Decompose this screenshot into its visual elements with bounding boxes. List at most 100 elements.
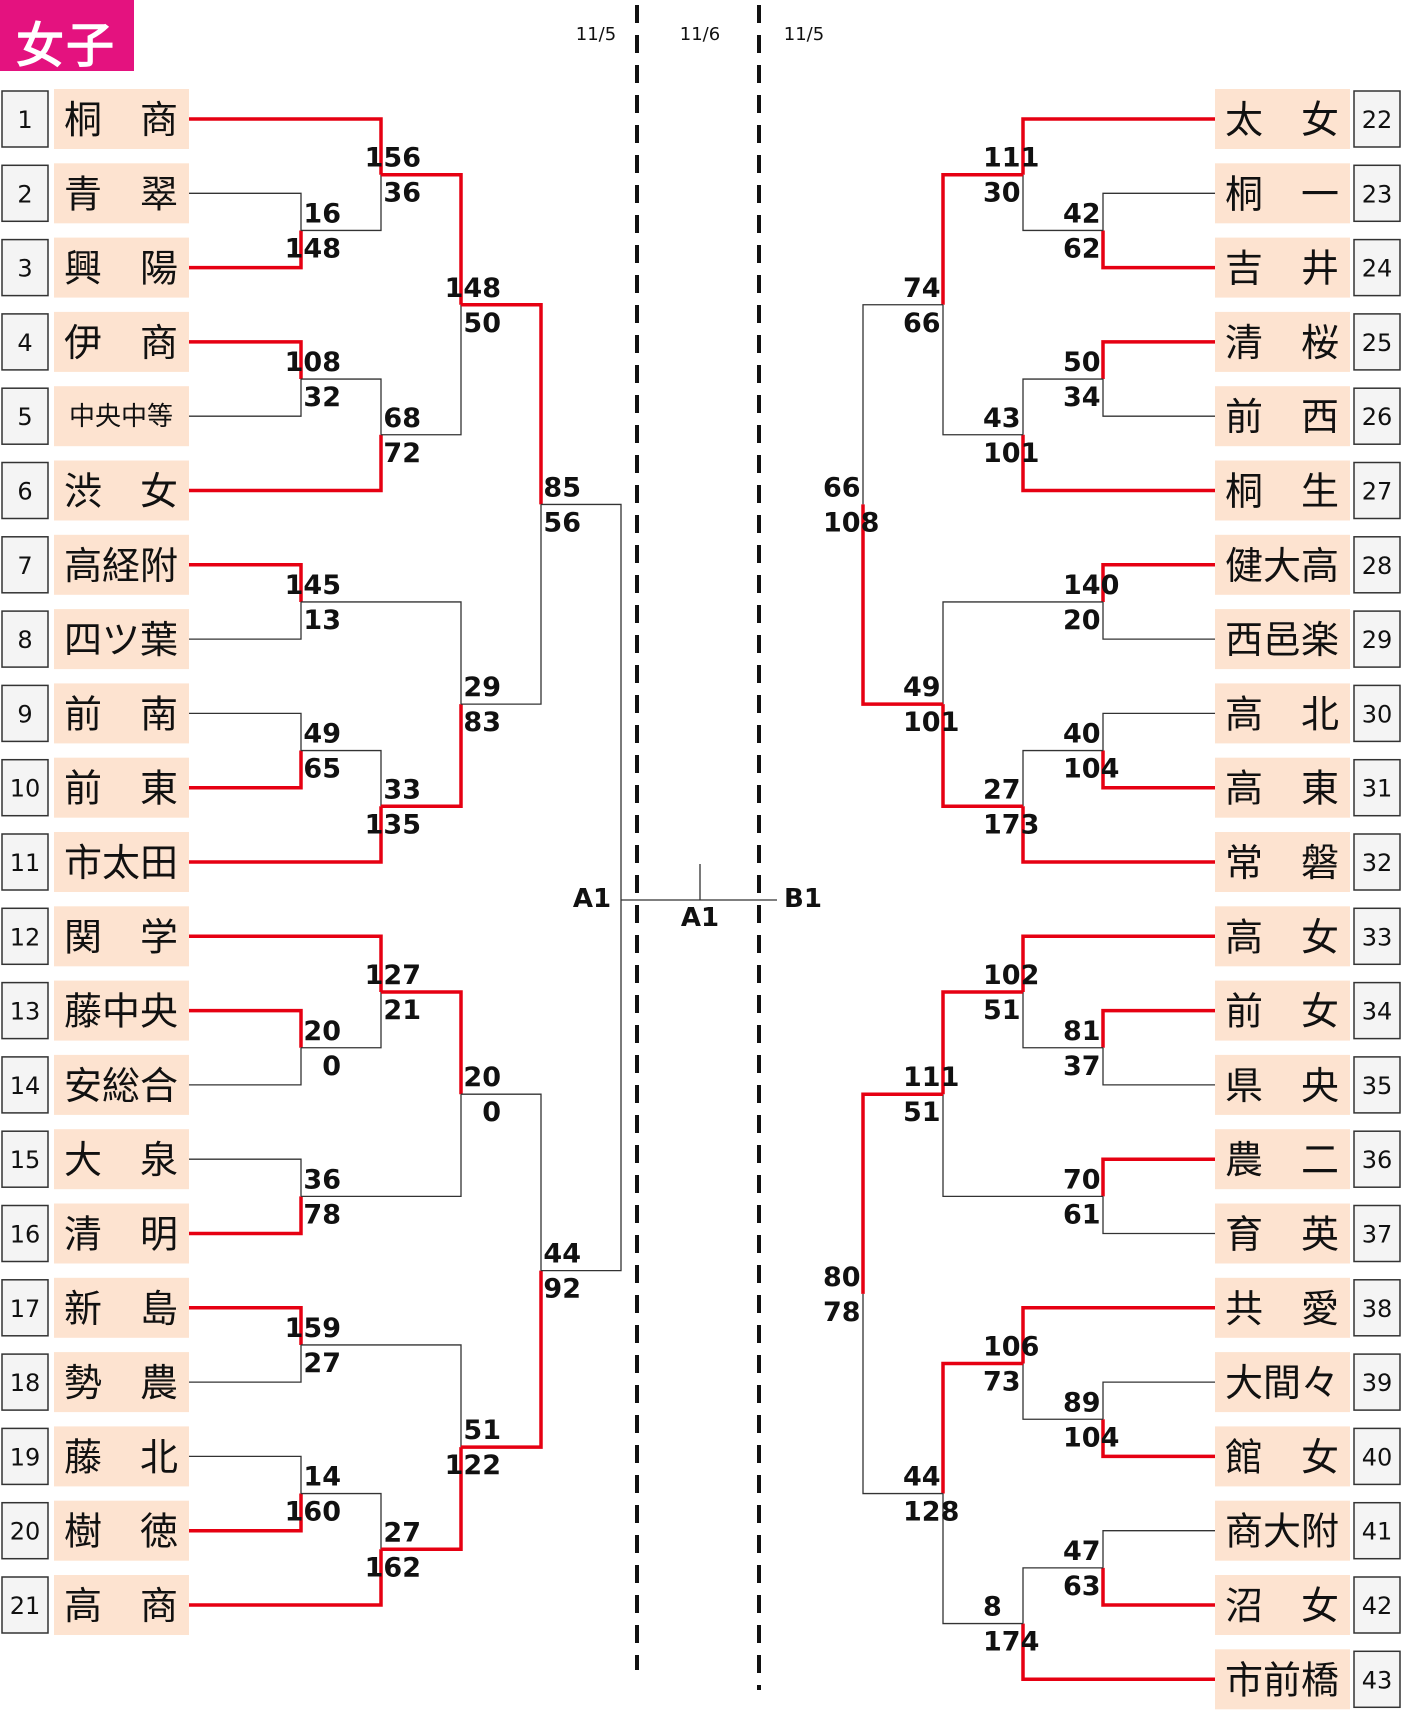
right-bracket-line: [1102, 1196, 1215, 1235]
left-team-number-box: [1, 1576, 49, 1634]
right-team-name: 太 女: [1225, 98, 1339, 142]
left-score-bottom: 0: [482, 1097, 501, 1128]
left-team-number: 8: [17, 626, 32, 654]
left-bracket-line: [189, 1549, 383, 1607]
right-bracket-line: [1022, 1363, 1103, 1420]
left-bracket-line: [301, 749, 382, 807]
left-team-name-box: [54, 1426, 189, 1487]
left-team-number: 21: [10, 1592, 41, 1620]
right-team-number: 43: [1362, 1666, 1393, 1694]
left-bracket-line: [189, 1047, 302, 1086]
final-label: A1: [681, 903, 719, 933]
left-bracket-line: [301, 601, 462, 705]
left-team-name-box: [54, 311, 189, 372]
right-bracket-line: [1102, 379, 1215, 417]
right-team-number: 25: [1362, 329, 1393, 357]
right-team-name-box: [1215, 1203, 1350, 1264]
left-score-bottom: 83: [463, 707, 501, 738]
right-team-number-box: [1353, 461, 1401, 520]
left-bracket-line: [189, 1158, 302, 1197]
left-bracket-line: [189, 434, 383, 493]
right-score-top: 102: [983, 960, 1039, 991]
right-score-bottom: 20: [1063, 605, 1101, 636]
left-team-name: 関 学: [64, 915, 178, 959]
right-score-bottom: 61: [1063, 1199, 1101, 1230]
date-center: 11/6: [680, 24, 720, 45]
left-team-name: 高 商: [64, 1584, 178, 1628]
right-score-top: 140: [1063, 570, 1119, 601]
left-score-top: 20: [303, 1016, 341, 1047]
right-team-number-box: [1353, 90, 1401, 148]
right-team-number: 40: [1362, 1443, 1393, 1471]
left-bracket-line: [381, 1447, 463, 1552]
left-team-number: 7: [17, 552, 32, 580]
left-score-bottom: 56: [543, 507, 581, 538]
left-bracket-line: [381, 304, 462, 436]
right-bracket-line: [941, 1361, 1023, 1494]
right-score-bottom: 30: [983, 178, 1021, 209]
right-team-number-box: [1353, 387, 1401, 445]
right-team-number: 31: [1362, 775, 1393, 803]
right-team-name: 高 女: [1225, 915, 1339, 959]
left-team-number: 11: [10, 849, 41, 877]
right-team-number: 34: [1362, 998, 1393, 1026]
right-score-top: 70: [1063, 1164, 1101, 1195]
left-bracket-line: [189, 1306, 303, 1345]
right-bracket-line: [1101, 1567, 1215, 1607]
right-bracket-line: [1102, 192, 1215, 231]
right-score-top: 43: [983, 403, 1021, 434]
right-team-number-box: [1353, 1650, 1401, 1709]
left-team-name-box: [54, 757, 189, 818]
left-team-name: 市太田: [64, 841, 178, 885]
right-bracket-line: [1101, 1157, 1215, 1197]
left-team-name: 新 島: [64, 1287, 178, 1331]
right-team-name-box: [1215, 980, 1350, 1041]
right-score-top: 81: [1063, 1016, 1101, 1047]
right-score-bottom: 173: [983, 809, 1039, 840]
left-bracket-line: [461, 1270, 543, 1449]
left-team-name-box: [54, 460, 189, 521]
left-score-bottom: 50: [463, 308, 501, 339]
right-team-name: 育 英: [1225, 1213, 1339, 1257]
right-score-top: 74: [903, 273, 941, 304]
right-score-bottom: 104: [1063, 1422, 1119, 1453]
left-team-name-box: [54, 1054, 189, 1115]
left-score-top: 29: [463, 672, 501, 703]
left-score-top: 145: [285, 570, 341, 601]
right-bracket-line: [1022, 1567, 1103, 1624]
left-bracket-line: [301, 1094, 462, 1197]
left-team-name-box: [54, 163, 189, 224]
left-team-number-box: [1, 981, 49, 1040]
right-score-top: 80: [823, 1262, 861, 1293]
right-team-name-box: [1215, 1352, 1350, 1413]
right-bracket-line: [1101, 230, 1215, 270]
right-team-name-box: [1215, 237, 1350, 298]
left-bracket-line: [189, 1455, 302, 1494]
right-team-name-box: [1215, 89, 1350, 149]
left-score-top: 49: [303, 719, 341, 750]
left-team-number: 5: [17, 403, 32, 431]
left-team-number-box: [1, 684, 49, 743]
right-team-name: 市前橋: [1225, 1658, 1339, 1702]
right-team-name: 桐 生: [1225, 470, 1339, 514]
right-team-number: 23: [1362, 180, 1393, 208]
right-score-top: 47: [1063, 1536, 1101, 1567]
right-team-name: 農 二: [1225, 1138, 1339, 1182]
left-team-number: 18: [10, 1369, 41, 1397]
semifinal-label-left: A1: [573, 884, 611, 914]
right-team-name: 健大高: [1225, 544, 1339, 588]
left-score-top: 33: [383, 774, 421, 805]
right-bracket-line: [1021, 1306, 1215, 1364]
date-right: 11/5: [784, 24, 824, 45]
right-team-number: 39: [1362, 1369, 1393, 1397]
right-team-number-box: [1353, 833, 1401, 891]
left-team-name: 桐 商: [64, 98, 178, 142]
right-team-name: 大間々: [1225, 1361, 1339, 1405]
right-bracket-line: [1022, 749, 1103, 807]
right-bracket-line: [942, 601, 1103, 705]
right-team-name-box: [1215, 163, 1350, 224]
left-score-bottom: 148: [285, 233, 341, 264]
left-bracket-line: [189, 379, 302, 417]
left-score-top: 51: [463, 1415, 501, 1446]
right-team-name-box: [1215, 906, 1350, 967]
